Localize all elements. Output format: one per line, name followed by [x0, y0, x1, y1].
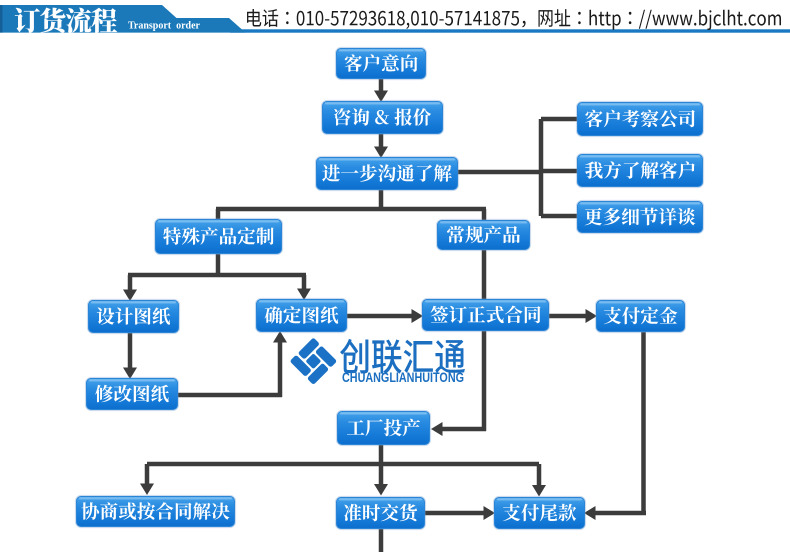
- svg-text:CHUANGLIANHUITONG: CHUANGLIANHUITONG: [342, 370, 464, 385]
- svg-text:Transport order: Transport order: [128, 20, 200, 32]
